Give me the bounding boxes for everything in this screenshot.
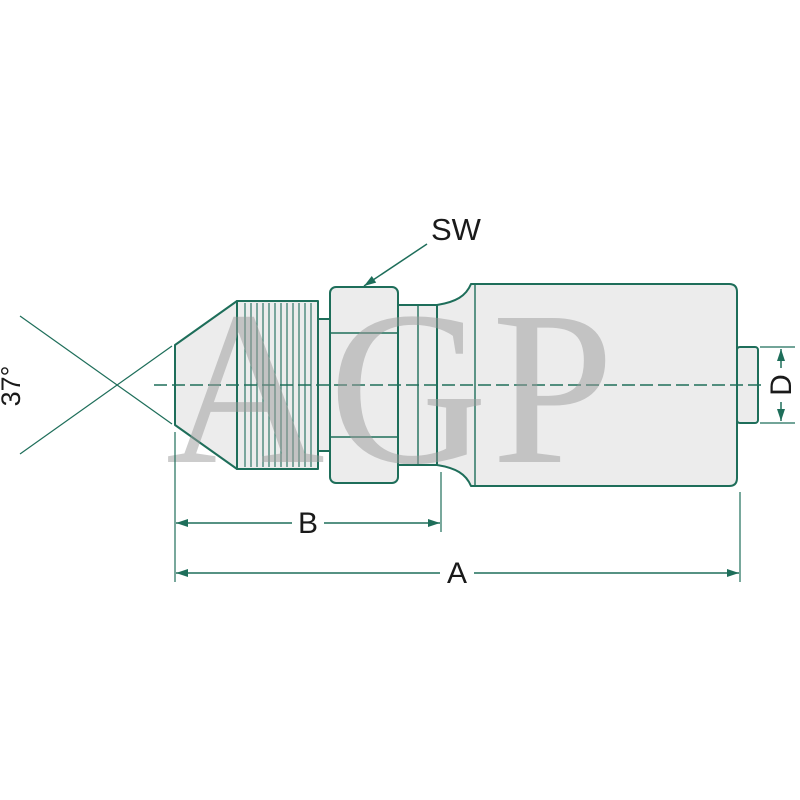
dim-b-label: B (298, 507, 318, 540)
dim-b-label-mask (292, 505, 324, 541)
dim-d-label-mask (766, 368, 796, 402)
dim-a-label-mask (440, 555, 474, 591)
cone-angle-line-lower (19, 315, 173, 425)
cone-angle-line-upper (19, 345, 173, 455)
angle-label: 37° (0, 366, 26, 407)
dimension-a: A (176, 492, 741, 591)
sw-label: SW (431, 212, 482, 247)
watermark-text: AGP (166, 266, 618, 510)
sw-callout: SW (363, 212, 482, 287)
dimension-b: B (174, 432, 442, 582)
sw-leader-line (363, 243, 428, 287)
dimension-d: D (760, 346, 798, 424)
dim-a-label: A (447, 557, 467, 590)
dim-d-label: D (765, 374, 798, 396)
cone-angle-lines (19, 315, 173, 455)
